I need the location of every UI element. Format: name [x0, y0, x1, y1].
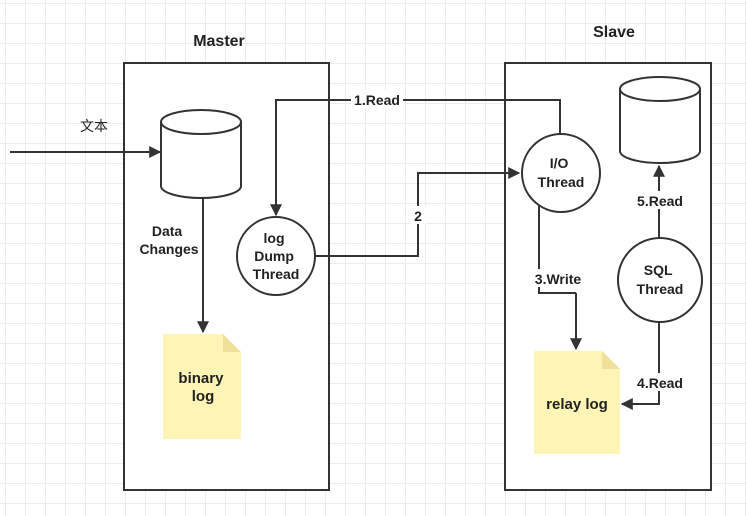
- relay-log-note: [534, 351, 620, 454]
- binary-log-label: binary log: [178, 370, 227, 405]
- binary-log-note: [163, 334, 241, 439]
- read-1-arrow: [270, 99, 561, 217]
- read-1-label: 1.Read: [354, 92, 400, 108]
- master-title: Master: [193, 33, 245, 50]
- write-3-label: 3.Write: [535, 271, 582, 287]
- relay-log-label: relay log: [546, 396, 608, 413]
- write-3-arrow: [538, 205, 576, 349]
- read-4-arrow: [620, 322, 660, 410]
- sql-thread-node: [617, 237, 703, 323]
- read-5-label: 5.Read: [637, 193, 683, 209]
- data-changes-label: Data Changes: [139, 223, 198, 257]
- step-2-label-bg: [410, 206, 426, 224]
- step-2-label: 2: [414, 208, 422, 224]
- log-dump-thread-label: log Dump Thread: [253, 230, 300, 282]
- io-thread-node: [521, 133, 601, 213]
- read-5-label-bg: [634, 191, 686, 209]
- sql-thread-label: SQL Thread: [637, 262, 684, 297]
- input-label: 文本: [80, 119, 108, 135]
- master-database: [160, 109, 242, 199]
- read-4-label: 4.Read: [637, 375, 683, 391]
- io-thread-label: I/O Thread: [538, 155, 585, 190]
- slave-title: Slave: [593, 24, 635, 41]
- read-4-label-bg: [634, 373, 686, 391]
- slave-database: [619, 76, 701, 164]
- read-1-label-bg: [351, 90, 403, 108]
- write-3-label-bg: [528, 269, 588, 287]
